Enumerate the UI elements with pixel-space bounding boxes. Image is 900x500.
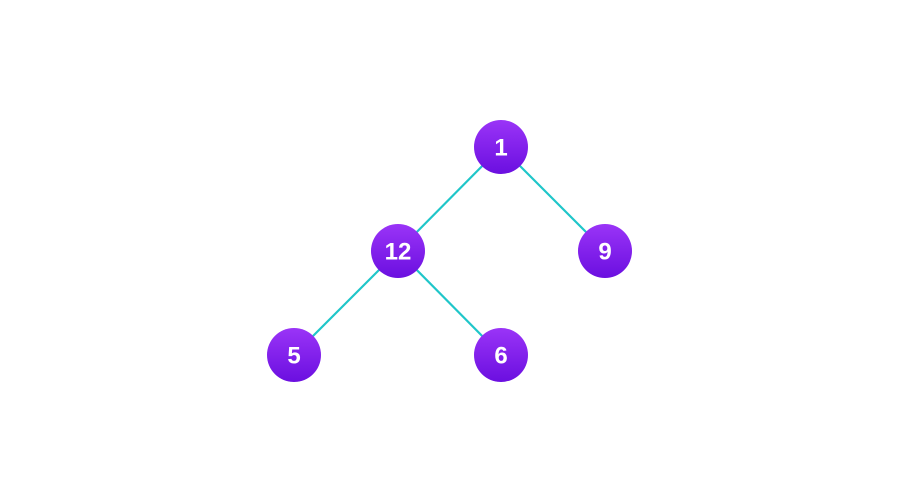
tree-node-9: 9 <box>578 224 632 278</box>
node-label: 5 <box>287 343 300 370</box>
nodes-group: 1 12 9 5 6 <box>267 120 632 382</box>
tree-node-1: 1 <box>474 120 528 174</box>
node-label: 9 <box>598 239 611 266</box>
tree-node-5: 5 <box>267 328 321 382</box>
node-label: 12 <box>385 239 412 266</box>
tree-node-12: 12 <box>371 224 425 278</box>
node-label: 1 <box>494 135 507 162</box>
edges-group <box>292 145 607 357</box>
node-label: 6 <box>494 343 507 370</box>
tree-node-6: 6 <box>474 328 528 382</box>
